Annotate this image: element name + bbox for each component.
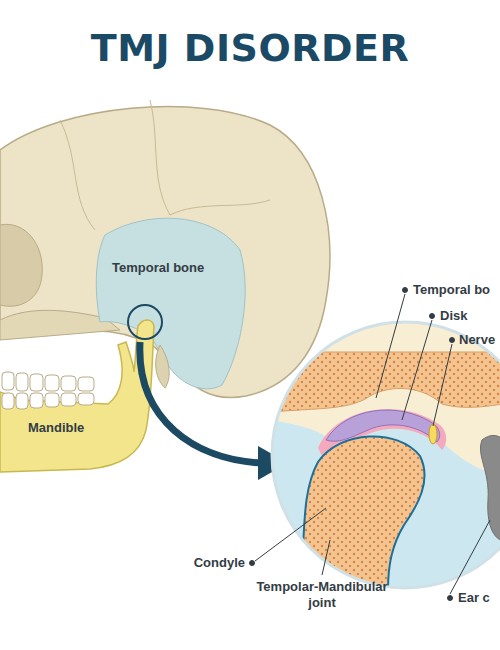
- temporal-bone-section: [270, 352, 500, 412]
- mastoid: [156, 345, 169, 388]
- part-label: Temporal bo: [413, 282, 490, 298]
- part-label: Mandible: [28, 420, 84, 436]
- teeth: [2, 372, 94, 409]
- joint-inset: [270, 320, 500, 590]
- suture: [60, 100, 270, 230]
- part-label: Temporal bone: [112, 260, 204, 276]
- cranium: [0, 107, 330, 398]
- part-label: Disk: [440, 308, 467, 324]
- part-label: Tempolar-Mandibular joint: [247, 579, 397, 611]
- eye-orbit: [0, 224, 42, 306]
- zoom-circle: [128, 305, 162, 339]
- mandible: [0, 320, 154, 472]
- ear-canal: [480, 435, 500, 541]
- diagram-title: TMJ DISORDER: [0, 26, 500, 70]
- part-label: Ear c: [458, 590, 490, 606]
- inset-ground: [270, 320, 500, 590]
- nerve: [429, 424, 437, 444]
- mandible-bone: [0, 320, 154, 472]
- zoom-arrow: [140, 342, 262, 463]
- part-label: Condyle: [194, 555, 245, 571]
- leaders: [250, 288, 491, 601]
- skull: [0, 100, 330, 398]
- part-label: Nerve: [459, 332, 495, 348]
- temporal-bone-region: [96, 218, 245, 389]
